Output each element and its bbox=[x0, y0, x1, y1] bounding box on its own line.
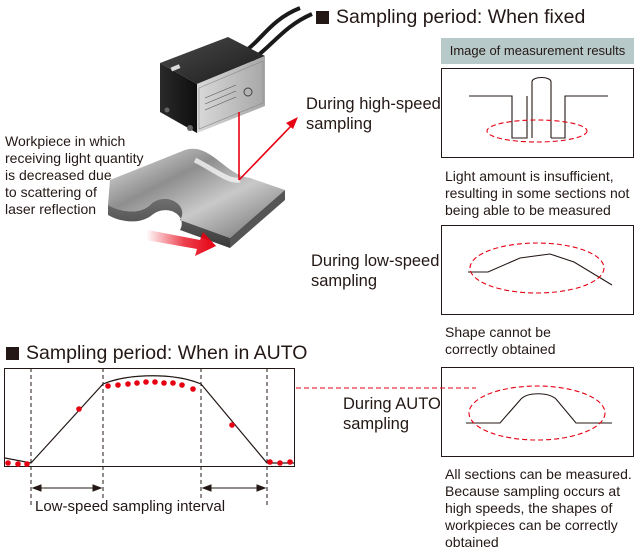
high-speed-label: During high-speed sampling bbox=[306, 95, 441, 133]
auto-label: During AUTO sampling bbox=[343, 395, 441, 433]
auto-profile-panel bbox=[4, 368, 295, 467]
laser-sensor-icon bbox=[160, 37, 265, 133]
auto-result-panel bbox=[441, 367, 634, 457]
interval-arrow-icon bbox=[31, 484, 267, 492]
sample-points bbox=[5, 379, 293, 467]
high-speed-result-panel bbox=[441, 68, 634, 158]
auto-profile-graph bbox=[4, 368, 294, 508]
high-speed-result-graph bbox=[469, 76, 608, 143]
square-bullet-icon bbox=[6, 347, 19, 360]
movement-arrow-icon bbox=[146, 230, 216, 256]
workpiece-note: Workpiece in which receiving light quant… bbox=[5, 133, 144, 217]
results-header: Image of measurement results bbox=[441, 38, 634, 64]
laser-beam-icon bbox=[238, 112, 298, 181]
low-speed-result-graph bbox=[468, 242, 613, 294]
workpiece-icon bbox=[108, 148, 285, 248]
low-speed-label: During low-speed sampling bbox=[311, 252, 440, 290]
fixed-section-title: Sampling period: When fixed bbox=[316, 6, 585, 28]
auto-note: All sections can be measured. Because sa… bbox=[445, 466, 632, 550]
low-speed-note: Shape cannot be correctly obtained bbox=[445, 324, 556, 357]
interval-label: Low-speed sampling interval bbox=[35, 498, 226, 515]
auto-result-graph bbox=[466, 385, 612, 441]
high-speed-note: Light amount is insufficient, resulting … bbox=[445, 168, 630, 218]
low-speed-result-panel bbox=[441, 225, 634, 315]
square-bullet-icon bbox=[316, 11, 329, 24]
auto-section-title: Sampling period: When in AUTO bbox=[6, 342, 307, 364]
